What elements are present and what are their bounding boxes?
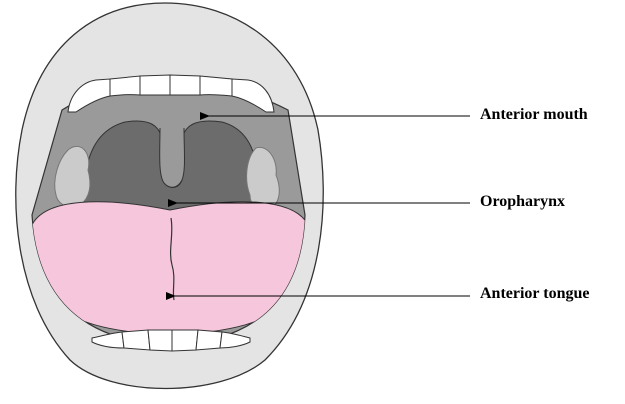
- label-anterior-mouth: Anterior mouth: [480, 107, 588, 123]
- uvula: [160, 128, 185, 187]
- lower-teeth: [92, 330, 250, 351]
- label-oropharynx: Oropharynx: [480, 194, 565, 210]
- label-anterior-tongue: Anterior tongue: [480, 286, 589, 302]
